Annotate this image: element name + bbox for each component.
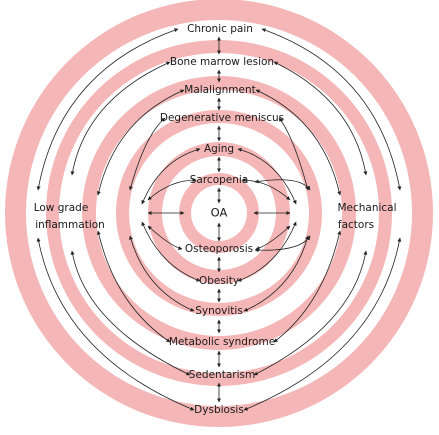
connection-arc xyxy=(36,237,195,411)
connection-arrows xyxy=(36,28,402,411)
connection-arc xyxy=(36,28,179,191)
white-band-6 xyxy=(191,185,247,241)
ring-1-upper-label: Sarcopenia xyxy=(190,174,249,186)
ring-5-upper-label: Bone marrow lesion xyxy=(170,56,274,68)
ring-2-upper-label: Aging xyxy=(204,143,234,155)
ring-4-upper-label: Malalignment xyxy=(184,84,255,96)
ring-3-upper-label: Degenerative meniscus xyxy=(160,112,284,124)
ring-3-lower-label: Synovitis xyxy=(195,305,243,317)
connection-arc xyxy=(243,237,402,411)
connection-arc xyxy=(261,28,402,191)
left-label-line-2: inflammation xyxy=(35,219,105,231)
ring-2-lower-label: Obesity xyxy=(199,275,239,287)
connection-arc xyxy=(254,179,311,191)
ring-1-lower-label: Osteoporosis xyxy=(185,243,253,255)
connection-arc xyxy=(254,235,311,253)
ring-5-lower-label: Sedentarism xyxy=(189,369,255,381)
factor-labels: OA Sarcopenia Osteoporosis Aging Obesity… xyxy=(34,23,397,416)
ring-6-lower-label: Dysbiosis xyxy=(194,404,244,416)
ring-4-lower-label: Metabolic syndrome xyxy=(169,336,275,348)
right-label-line-1: Mechanical xyxy=(337,202,396,214)
ring-6-upper-label: Chronic pain xyxy=(187,23,253,35)
left-label-line-1: Low grade xyxy=(34,202,89,214)
right-label-line-2: factors xyxy=(338,219,374,231)
center-label-oa: OA xyxy=(211,206,228,220)
